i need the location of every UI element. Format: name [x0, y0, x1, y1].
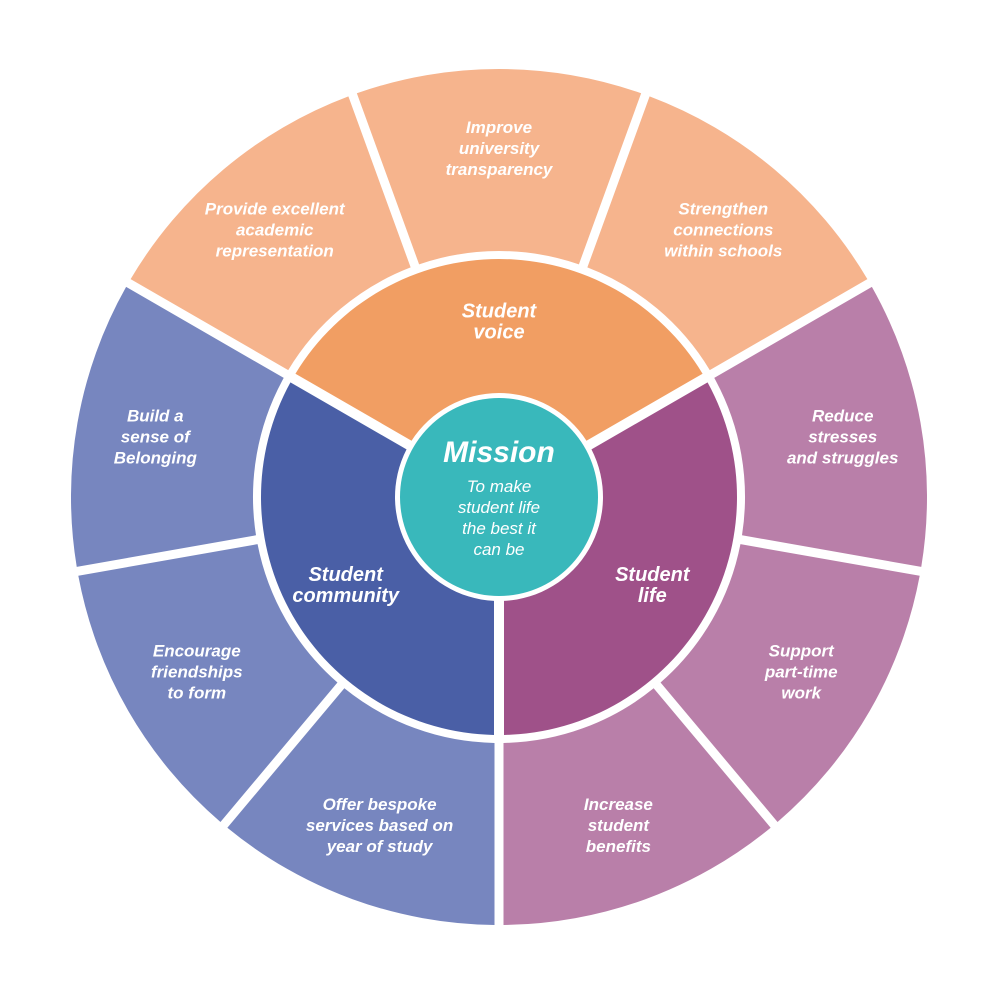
goal-label-life-0: Reduce: [812, 406, 873, 425]
section-title-voice: voice: [473, 322, 524, 344]
goal-label-voice-2: Strengthen: [678, 200, 768, 219]
goal-label-voice-0: academic: [236, 221, 314, 240]
section-voice-inner: [295, 259, 703, 441]
goal-label-community-2: Build a: [127, 406, 184, 425]
goal-label-community-1: friendships: [151, 663, 243, 682]
goal-label-community-1: to form: [168, 684, 227, 703]
mission-circle: [400, 398, 598, 596]
goal-label-life-2: Increase: [584, 795, 653, 814]
goal-label-voice-1: Improve: [466, 118, 532, 137]
goal-label-life-2: benefits: [586, 837, 651, 856]
section-title-life: life: [638, 585, 667, 607]
goal-label-community-2: sense of: [121, 427, 192, 446]
goal-label-life-2: student: [588, 816, 651, 835]
goal-label-voice-1: transparency: [446, 160, 554, 179]
goal-label-community-0: year of study: [326, 837, 434, 856]
goal-segment-life-2: [503, 688, 771, 925]
section-title-community: Student: [308, 564, 384, 586]
goal-label-community-2: Belonging: [114, 448, 198, 467]
goal-label-voice-2: connections: [673, 221, 773, 240]
goal-label-voice-0: representation: [216, 242, 334, 261]
goal-label-life-1: work: [781, 684, 822, 703]
goal-label-life-0: and struggles: [787, 448, 898, 467]
goal-label-life-0: stresses: [808, 427, 877, 446]
goal-segment-voice-2: [587, 96, 868, 371]
section-community-inner: [260, 382, 494, 735]
goal-label-community-1: Encourage: [153, 642, 241, 661]
section-title-voice: Student: [462, 301, 538, 323]
goal-segment-life-1: [660, 544, 920, 822]
goal-label-voice-1: university: [459, 139, 541, 158]
outer-ring: Provide excellentacademicrepresentationI…: [70, 68, 928, 925]
section-title-life: Student: [615, 564, 691, 586]
goal-label-life-1: Support: [769, 642, 835, 661]
goal-segment-community-2: [70, 286, 284, 567]
section-title-community: community: [292, 585, 400, 607]
goal-segment-life-0: [714, 286, 928, 567]
goal-segment-voice-0: [130, 96, 411, 371]
goal-segment-community-0: [227, 688, 495, 925]
goal-label-community-0: services based on: [306, 816, 453, 835]
goal-label-life-1: part-time: [764, 663, 838, 682]
mission-text-line: student life: [458, 498, 540, 517]
goal-label-community-0: Offer bespoke: [323, 795, 437, 814]
mission-text-line: To make: [467, 477, 532, 496]
goal-label-voice-2: within schools: [664, 242, 782, 261]
mission-text-line: the best it: [462, 519, 537, 538]
goal-label-voice-0: Provide excellent: [205, 200, 346, 219]
mission-center: Mission To make student life the best it…: [400, 398, 598, 596]
goal-segment-community-1: [78, 544, 338, 822]
mission-title: Mission: [443, 436, 555, 469]
section-life-inner: [504, 382, 738, 735]
goal-segment-voice-1: [356, 68, 642, 265]
mission-text-line: can be: [473, 540, 524, 559]
